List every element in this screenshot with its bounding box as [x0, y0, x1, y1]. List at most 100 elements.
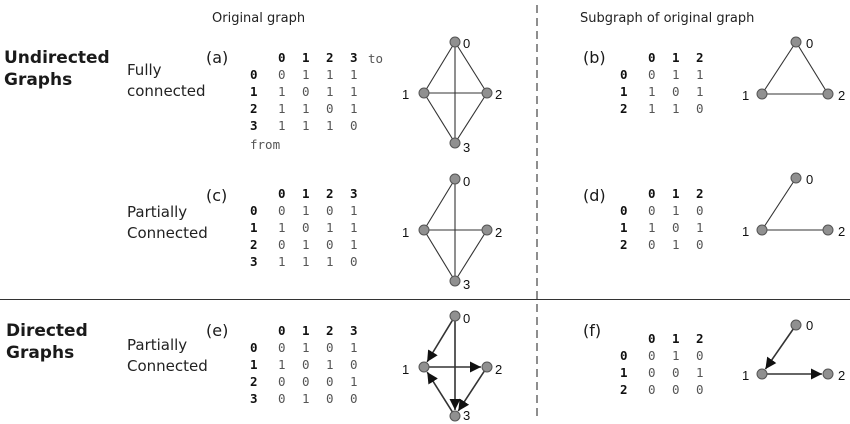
matrix-row-header: 0	[620, 67, 628, 82]
graph-node-1	[418, 224, 430, 236]
graph-edge-3-1	[426, 371, 454, 413]
matrix-row-header: 1	[620, 220, 628, 235]
matrix-row-header: 0	[250, 67, 258, 82]
matrix-cell: 0	[350, 357, 358, 372]
matrix-cell: 0	[302, 374, 310, 389]
row-label-e: Partially Connected	[127, 335, 208, 377]
matrix-cell: 1	[278, 118, 286, 133]
panel-label-c: (c)	[206, 186, 228, 205]
row-label-line: Fully	[127, 61, 162, 79]
matrix-cell: 1	[302, 118, 310, 133]
graph-node-2	[481, 361, 493, 373]
matrix-cell: 0	[350, 391, 358, 406]
matrix-row-header: 0	[620, 348, 628, 363]
graph-node-1	[756, 224, 768, 236]
matrix-cell: 1	[302, 203, 310, 218]
matrix-row-header: 0	[250, 340, 258, 355]
matrix-col-header: 1	[672, 50, 680, 65]
matrix-cell: 0	[696, 203, 704, 218]
matrix-cell: 0	[302, 220, 310, 235]
matrix-cell: 1	[350, 101, 358, 116]
graph-node-0	[790, 172, 802, 184]
matrix-cell: 0	[326, 374, 334, 389]
matrix-cell: 0	[326, 101, 334, 116]
matrix-cell: 0	[672, 365, 680, 380]
graph-node-0	[449, 310, 461, 322]
graph-node-1	[756, 368, 768, 380]
graph-edge-0-1	[764, 328, 794, 370]
graph-node-label: 3	[463, 408, 471, 423]
matrix-cell: 1	[326, 118, 334, 133]
original-graph-header: Original graph	[212, 11, 306, 26]
matrix-cell: 0	[326, 237, 334, 252]
row-label-line: connected	[127, 82, 206, 100]
panel-label-a: (a)	[206, 48, 229, 67]
matrix-cell: 1	[696, 84, 704, 99]
matrix-col-header: 2	[696, 186, 704, 201]
graph-edge-1-3	[423, 92, 456, 144]
panel-label-e: (e)	[206, 321, 229, 340]
graph-node-2	[822, 224, 834, 236]
matrix-cell: 1	[648, 220, 656, 235]
matrix-cell: 1	[302, 237, 310, 252]
graph-node-label: 2	[495, 225, 503, 240]
matrix-row-header: 1	[250, 84, 258, 99]
matrix-cell: 1	[326, 357, 334, 372]
graph-node-label: 2	[838, 224, 846, 239]
matrix-cell: 0	[302, 357, 310, 372]
matrix-cell: 0	[696, 382, 704, 397]
row-label-a: Fully connected	[127, 60, 206, 102]
matrix-cell: 0	[648, 382, 656, 397]
matrix-cell: 0	[696, 348, 704, 363]
graph-node-label: 0	[806, 172, 814, 187]
matrix-cell: 0	[648, 67, 656, 82]
matrix-row-header: 1	[620, 365, 628, 380]
row-label-line: Partially	[127, 336, 188, 354]
matrix-row-header: 0	[620, 203, 628, 218]
section-label-line: Graphs	[4, 70, 73, 90]
graph-node-label: 1	[742, 224, 750, 239]
matrix-row-header: 2	[250, 237, 258, 252]
matrix-cell: 1	[278, 84, 286, 99]
matrix-cell: 1	[648, 101, 656, 116]
row-label-line: Connected	[127, 357, 208, 375]
matrix-col-header: 0	[278, 50, 286, 65]
graph-edge-0-1	[423, 178, 456, 231]
matrix-col-header: 0	[278, 323, 286, 338]
graph-edge-1-3	[423, 229, 456, 282]
matrix-col-header: 1	[302, 50, 310, 65]
matrix-cell: 1	[350, 220, 358, 235]
matrix-cell: 0	[278, 374, 286, 389]
graph-node-0	[790, 36, 802, 48]
matrix-cell: 0	[696, 101, 704, 116]
matrix-cell: 0	[672, 220, 680, 235]
graph-node-label: 0	[463, 36, 471, 51]
matrix-cell: 1	[326, 220, 334, 235]
matrix-cell: 1	[350, 340, 358, 355]
panel-label-d: (d)	[583, 186, 606, 205]
graph-node-1	[418, 87, 430, 99]
graph-node-label: 2	[838, 88, 846, 103]
graph-edge-0-2	[454, 41, 488, 94]
matrix-row-header: 2	[250, 374, 258, 389]
matrix-row-header: 0	[250, 203, 258, 218]
matrix-col-header: 2	[326, 186, 334, 201]
matrix-row-header: 1	[250, 220, 258, 235]
graph-node-3	[449, 137, 461, 149]
graph-node-3	[449, 275, 461, 287]
graph-edge-0-2	[795, 41, 829, 95]
matrix-row-header: 3	[250, 391, 258, 406]
matrix-cell: 1	[278, 254, 286, 269]
matrix-cell: 1	[672, 101, 680, 116]
graph-edge-0-1	[761, 177, 797, 231]
matrix-cell: 1	[696, 365, 704, 380]
matrix-cell: 0	[326, 391, 334, 406]
matrix-cell: 0	[648, 237, 656, 252]
matrix-cell: 0	[278, 340, 286, 355]
matrix-col-header: 1	[302, 323, 310, 338]
graph-node-1	[418, 361, 430, 373]
